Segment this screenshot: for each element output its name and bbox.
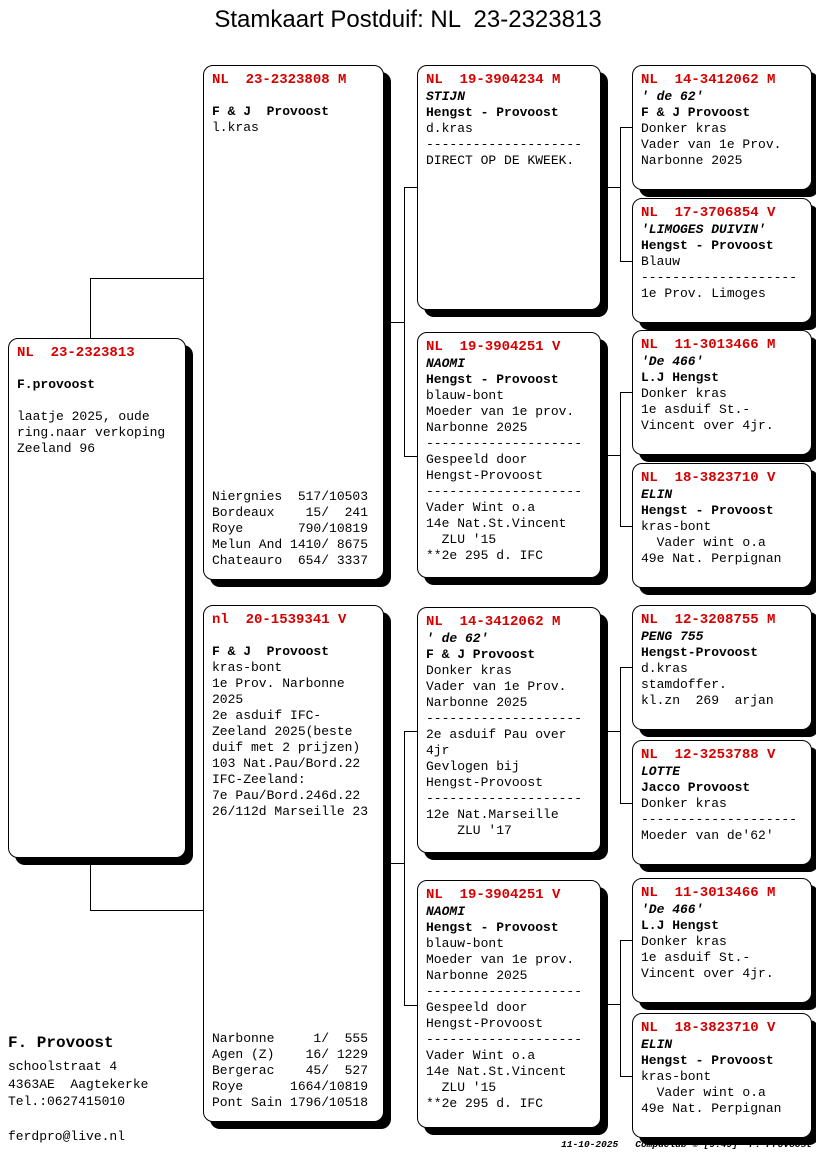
connector-gp3-stub bbox=[601, 731, 620, 732]
connector-mother-stub bbox=[384, 863, 404, 864]
pigeon-notes: Donker kras 1e asduif St.- Vincent over … bbox=[641, 934, 774, 981]
ring-number: NL 14-3412062 M bbox=[426, 614, 561, 630]
owner-name: Hengst - Provoost bbox=[426, 105, 559, 120]
mother-owner-name: F & J Provoost bbox=[212, 644, 330, 659]
greatgrandparent-box-4: NL 18-3823710 V ELIN Hengst - Provoost k… bbox=[632, 463, 812, 588]
pigeon-notes: d.kras -------------------- DIRECT OP DE… bbox=[426, 121, 583, 168]
subject-box: NL 23-2323813 F.provoost laatje 2025, ou… bbox=[8, 338, 186, 858]
greatgrandparent-box-5: NL 12-3208755 M PENG 755 Hengst-Provoost… bbox=[632, 605, 812, 730]
connector-gp2-greatgrandparents bbox=[620, 392, 633, 527]
pigeon-notes: Donker kras 1e asduif St.- Vincent over … bbox=[641, 386, 774, 433]
owner-contact-name: F. Provoost bbox=[8, 1034, 114, 1052]
owner-name: Hengst - Provoost bbox=[426, 372, 559, 387]
pigeon-notes: blauw-bont Moeder van 1e prov. Narbonne … bbox=[426, 936, 583, 1111]
grandmother-maternal-box: NL 19-3904251 V NAOMI Hengst - Provoost … bbox=[417, 880, 601, 1128]
ring-number: NL 19-3904251 V bbox=[426, 887, 561, 903]
owner-name: Hengst - Provoost bbox=[426, 920, 559, 935]
pigeon-name: ELIN bbox=[641, 1037, 673, 1052]
ring-number: NL 11-3013466 M bbox=[641, 885, 776, 901]
pigeon-notes: kras-bont Vader wint o.a 49e Nat. Perpig… bbox=[641, 519, 782, 566]
connector-subject-mother bbox=[90, 858, 204, 911]
owner-name: Hengst-Provoost bbox=[641, 645, 759, 660]
father-notes: l.kras bbox=[212, 120, 259, 135]
owner-contact-block: F. Provoost schoolstraat 4 4363AE Aagtek… bbox=[8, 1033, 148, 1146]
pigeon-name: ' de 62' bbox=[426, 631, 489, 646]
connector-gp1-stub bbox=[601, 187, 620, 188]
pigeon-notes: Blauw -------------------- 1e Prov. Limo… bbox=[641, 254, 798, 301]
page-title: Stamkaart Postduif: NL 23-2323813 bbox=[214, 6, 602, 33]
pigeon-name: 'LIMOGES DUIVIN' bbox=[641, 222, 766, 237]
mother-box: nl 20-1539341 V F & J Provoost kras-bont… bbox=[203, 605, 384, 1122]
owner-name: Jacco Provoost bbox=[641, 780, 751, 795]
pigeon-name: STIJN bbox=[426, 89, 466, 104]
ring-number: NL 18-3823710 V bbox=[641, 1020, 776, 1036]
pigeon-notes: Donker kras Vader van 1e Prov. Narbonne … bbox=[641, 121, 782, 168]
grandfather-paternal-box: NL 19-3904234 M STIJN Hengst - Provoost … bbox=[417, 65, 601, 310]
owner-name: L.J Hengst bbox=[641, 918, 720, 933]
connector-father-stub bbox=[384, 322, 404, 323]
connector-father-grandparents bbox=[404, 187, 418, 457]
pigeon-name: 'De 466' bbox=[641, 354, 704, 369]
pigeon-notes: kras-bont Vader wint o.a 49e Nat. Perpig… bbox=[641, 1069, 782, 1116]
pigeon-name: NAOMI bbox=[426, 356, 466, 371]
father-box: NL 23-2323808 M F & J Provoost l.kras Ni… bbox=[203, 65, 384, 580]
connector-gp1-greatgrandparents bbox=[620, 127, 633, 262]
pigeon-notes: Donker kras -------------------- Moeder … bbox=[641, 796, 798, 843]
greatgrandparent-box-7: NL 11-3013466 M 'De 466' L.J Hengst Donk… bbox=[632, 878, 812, 1003]
father-race-results: Niergnies 517/10503 Bordeaux 15/ 241 Roy… bbox=[212, 489, 369, 568]
greatgrandparent-box-6: NL 12-3253788 V LOTTE Jacco Provoost Don… bbox=[632, 740, 812, 865]
owner-name: Hengst - Provoost bbox=[641, 238, 774, 253]
owner-name: Hengst - Provoost bbox=[641, 503, 774, 518]
ring-number: NL 11-3013466 M bbox=[641, 337, 776, 353]
owner-name: F & J Provoost bbox=[426, 647, 536, 662]
pigeon-name: LOTTE bbox=[641, 764, 681, 779]
father-owner-name: F & J Provoost bbox=[212, 104, 330, 119]
mother-race-results: Narbonne 1/ 555 Agen (Z) 16/ 1229 Berger… bbox=[212, 1031, 369, 1110]
footer-credits: 11-10-2025 Compuclub © [9.49] F. Provoos… bbox=[561, 1139, 812, 1150]
pigeon-notes: d.kras stamdoffer. kl.zn 269 arjan bbox=[641, 661, 774, 708]
greatgrandparent-box-2: NL 17-3706854 V 'LIMOGES DUIVIN' Hengst … bbox=[632, 198, 812, 323]
owner-contact-details: schoolstraat 4 4363AE Aagtekerke Tel.:06… bbox=[8, 1059, 149, 1144]
ring-number: NL 19-3904251 V bbox=[426, 339, 561, 355]
subject-notes: laatje 2025, oude ring.naar verkoping Ze… bbox=[17, 409, 166, 456]
ring-number: NL 14-3412062 M bbox=[641, 72, 776, 88]
connector-mother-grandparents bbox=[404, 731, 418, 1006]
connector-gp4-stub bbox=[601, 1004, 620, 1005]
ring-number: NL 12-3208755 M bbox=[641, 612, 776, 628]
greatgrandparent-box-8: NL 18-3823710 V ELIN Hengst - Provoost k… bbox=[632, 1013, 812, 1138]
ring-number: NL 17-3706854 V bbox=[641, 205, 776, 221]
father-ring-number: NL 23-2323808 M bbox=[212, 72, 347, 88]
pigeon-name: PENG 755 bbox=[641, 629, 704, 644]
ring-number: NL 19-3904234 M bbox=[426, 72, 561, 88]
ring-number: NL 12-3253788 V bbox=[641, 747, 776, 763]
ring-number: NL 18-3823710 V bbox=[641, 470, 776, 486]
pigeon-name: ELIN bbox=[641, 487, 673, 502]
pigeon-name: NAOMI bbox=[426, 904, 466, 919]
pigeon-notes: Donker kras Vader van 1e Prov. Narbonne … bbox=[426, 663, 583, 838]
pigeon-name: 'De 466' bbox=[641, 902, 704, 917]
mother-notes: kras-bont 1e Prov. Narbonne 2025 2e asdu… bbox=[212, 660, 369, 819]
grandfather-maternal-box: NL 14-3412062 M ' de 62' F & J Provoost … bbox=[417, 607, 601, 853]
greatgrandparent-box-1: NL 14-3412062 M ' de 62' F & J Provoost … bbox=[632, 65, 812, 190]
owner-name: F & J Provoost bbox=[641, 105, 751, 120]
subject-ring-number: NL 23-2323813 bbox=[17, 345, 135, 361]
connector-subject-father bbox=[90, 278, 204, 339]
owner-name: Hengst - Provoost bbox=[641, 1053, 774, 1068]
subject-owner-name: F.provoost bbox=[17, 377, 96, 392]
mother-ring-number: nl 20-1539341 V bbox=[212, 612, 347, 628]
pigeon-name: ' de 62' bbox=[641, 89, 704, 104]
grandmother-paternal-box: NL 19-3904251 V NAOMI Hengst - Provoost … bbox=[417, 332, 601, 578]
connector-gp2-stub bbox=[601, 455, 620, 456]
connector-gp4-greatgrandparents bbox=[620, 940, 633, 1077]
owner-name: L.J Hengst bbox=[641, 370, 720, 385]
pigeon-notes: blauw-bont Moeder van 1e prov. Narbonne … bbox=[426, 388, 583, 563]
connector-gp3-greatgrandparents bbox=[620, 667, 633, 804]
greatgrandparent-box-3: NL 11-3013466 M 'De 466' L.J Hengst Donk… bbox=[632, 330, 812, 455]
